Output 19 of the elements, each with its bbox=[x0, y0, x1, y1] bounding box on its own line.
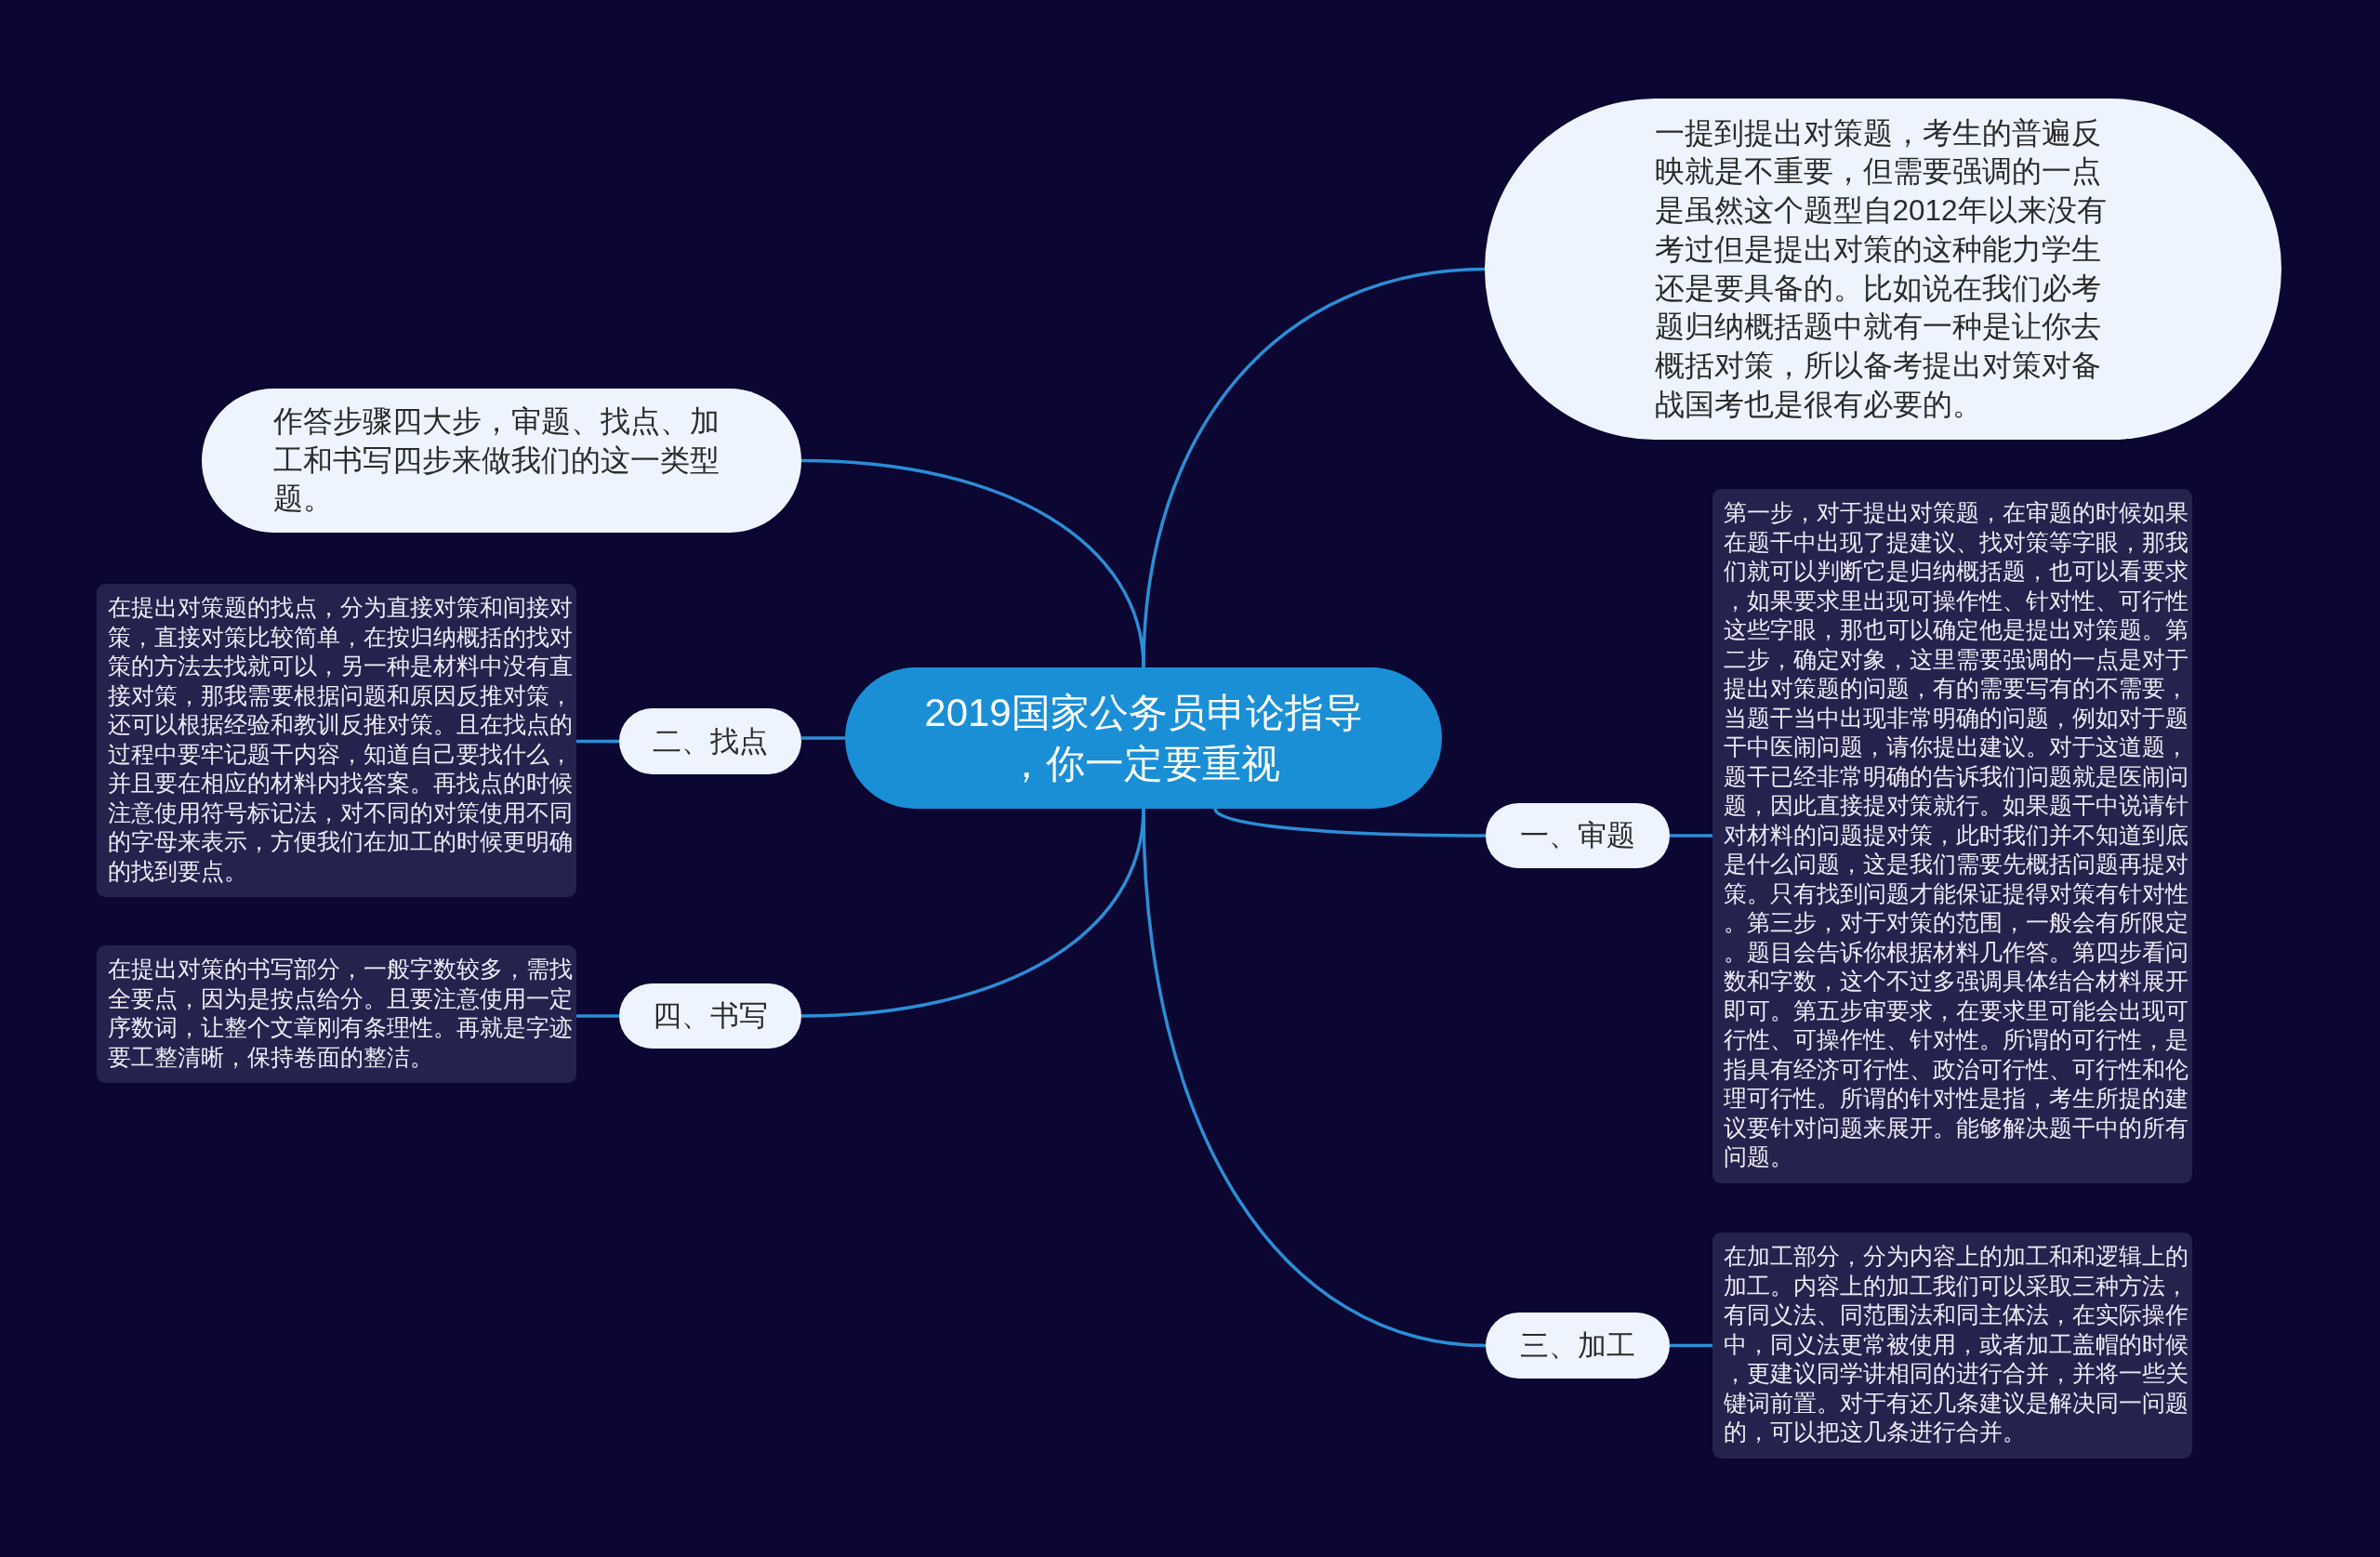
connector-line bbox=[800, 458, 1145, 668]
connector-line bbox=[576, 739, 619, 744]
connector-line bbox=[1670, 1343, 1712, 1348]
topic-pill: 一、审题 bbox=[1486, 803, 1670, 868]
connector-line bbox=[1142, 808, 1487, 1348]
topic-bubble: 一提到提出对策题，考生的普遍反映就是不重要，但需要强调的一点是虽然这个题型自2012年以来没有考过但是提出对策的这种能力学生还是要具备的。比如说在我们必考题归纳概括题中就有一种是让你去概括对策，所以备考提出对策对备战国考也是很有必要的。 bbox=[1485, 99, 2281, 440]
connector-line bbox=[1670, 834, 1712, 838]
note-box: 在提出对策的书写部分，一般字数较多，需找全要点，因为是按点给分。且要注意使用一定序数词，让整个文章刚有条理性。再就是字迹要工整清晰，保持卷面的整洁。 bbox=[97, 945, 576, 1083]
note-box: 第一步，对于提出对策题，在审题的时候如果在题干中出现了提建议、找对策等字眼，那我们就可以判断它是归纳概括题，也可以看要求，如果要求里出现可操作性、针对性、可行性这些字眼，那也可以确定他是提出对策题。第二步，确定对象，这里需要强调的一点是对于提出对策题的问题，有的需要写有的不需要，当题干当中出现非常明确的问题，例如对于题干中医闹问题，请你提出建议。对于这道题，题干已经非常明确的告诉我们问题就是医闹问题，因此直接提对策就行。如果题干中说请针对材料的问题提对策，此时我们并不知道到底是什么问题，这是我们需要先概括问题再提对策。只有找到问题才能保证提得对策有针对性。第三步，对于对策的范围，一般会有所限定。题目会告诉你根据材料几作答。第四步看问数和字数，这个不过多强调具体结合材料展开即可。第五步审要求，在要求里可能会出现可行性、可操作性、针对性。所谓的可行性，是指具有经济可行性、政治可行性、可行性和伦理可行性。所谓的针对性是指，考生所提的建议要针对问题来展开。能够解决题干中的所有问题。 bbox=[1712, 489, 2192, 1183]
note-box: 在加工部分，分为内容上的加工和和逻辑上的加工。内容上的加工我们可以采取三种方法，有同义法、同范围法和同主体法，在实际操作中，同义法更常被使用，或者加工盖帽的时候，更建议同学讲相同的进行合并，并将一些关键词前置。对于有还几条建议是解决同一问题的，可以把这几条进行合并。 bbox=[1712, 1233, 2192, 1458]
central-topic: 2019国家公务员申论指导，你一定要重视 bbox=[845, 667, 1442, 809]
note-box: 在提出对策题的找点，分为直接对策和间接对策，直接对策比较简单，在按归纳概括的找对策的方法去找就可以，另一种是材料中没有直接对策，那我需要根据问题和原因反推对策，还可以根据经验和教训反推对策。且在找点的过程中要牢记题干内容，知道自己要找什么，并且要在相应的材料内找答案。再找点的时候注意使用符号标记法，对不同的对策使用不同的字母来表示，方便我们在加工的时候更明确的找到要点。 bbox=[97, 584, 576, 897]
topic-pill: 三、加工 bbox=[1486, 1313, 1670, 1379]
connector-line bbox=[801, 736, 845, 740]
connector-line bbox=[1213, 808, 1486, 838]
topic-pill: 二、找点 bbox=[619, 708, 801, 774]
topic-bubble: 作答步骤四大步，审题、找点、加工和书写四步来做我们的这一类型题。 bbox=[202, 389, 801, 533]
topic-pill: 四、书写 bbox=[619, 983, 801, 1049]
connector-line bbox=[576, 1014, 619, 1018]
